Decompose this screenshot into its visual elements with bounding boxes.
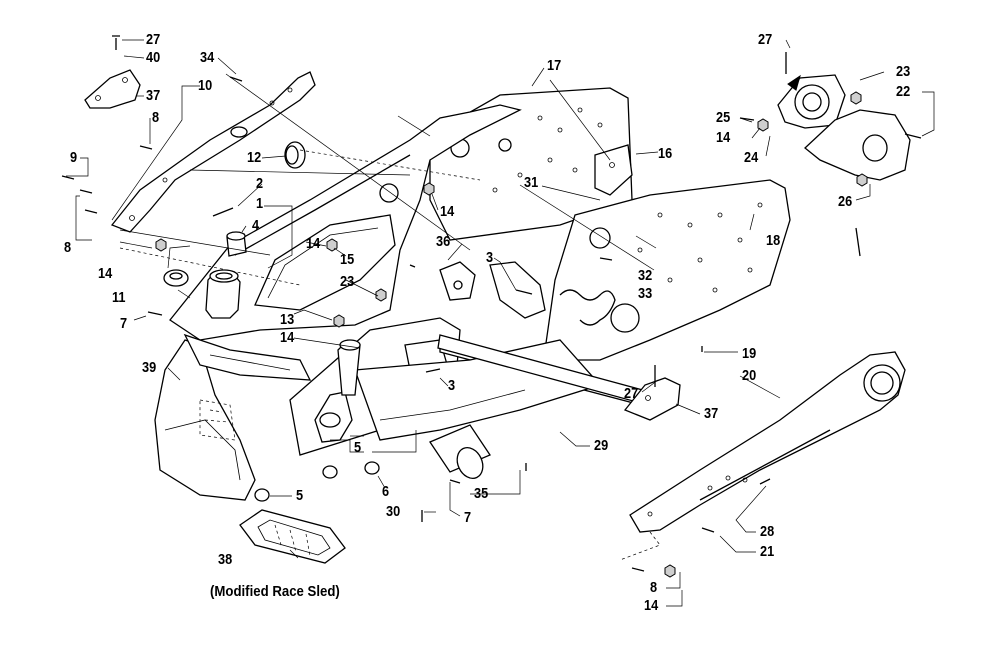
callout-3-lower: 3: [448, 377, 456, 394]
bracket-lower-right: [623, 377, 681, 421]
callout-18: 18: [766, 232, 781, 249]
callout-27-top-right: 27: [758, 31, 773, 48]
leader-lines: [66, 39, 935, 607]
callout-37-lower: 37: [704, 405, 719, 422]
callout-14-mid: 14: [306, 235, 321, 252]
callout-20: 20: [742, 367, 757, 384]
modified-race-sled-caption: (Modified Race Sled): [210, 583, 340, 600]
bracket-upper-left: [84, 69, 141, 109]
callout-23-right: 23: [896, 63, 911, 80]
callout-6: 6: [382, 483, 390, 500]
callout-26: 26: [838, 193, 853, 210]
callout-32: 32: [638, 267, 653, 284]
callout-31: 31: [524, 174, 539, 191]
callout-9: 9: [70, 149, 78, 166]
callout-23-left: 23: [340, 273, 355, 290]
lower-rail: [629, 351, 906, 533]
callout-22: 22: [896, 83, 911, 100]
callout-40: 40: [146, 49, 161, 66]
callout-8-left: 8: [64, 239, 72, 256]
callout-5-left: 5: [296, 487, 304, 504]
callout-14-lower: 14: [280, 329, 295, 346]
callout-24: 24: [744, 149, 759, 166]
callout-12: 12: [247, 149, 262, 166]
callout-11: 11: [112, 289, 126, 306]
callout-4: 4: [252, 217, 260, 234]
callout-14-left: 14: [98, 265, 113, 282]
callout-35: 35: [474, 485, 489, 502]
callout-25: 25: [716, 109, 731, 126]
skid-plate-38: [239, 509, 346, 564]
callout-38: 38: [218, 551, 233, 568]
shock-cylinder: [429, 424, 491, 480]
callout-28: 28: [760, 523, 775, 540]
sprocket-cover: [804, 109, 911, 181]
callout-8-lower: 8: [650, 579, 658, 596]
callout-16: 16: [658, 145, 673, 162]
bearing-flange: [777, 74, 846, 129]
callout-30: 30: [386, 503, 401, 520]
callout-7-left: 7: [120, 315, 128, 332]
callout-3-upper: 3: [486, 249, 494, 266]
callout-21: 21: [760, 543, 775, 560]
callout-2: 2: [256, 175, 264, 192]
callout-7-lower: 7: [464, 509, 472, 526]
torque-bracket-3: [439, 261, 546, 319]
callout-36: 36: [436, 233, 451, 250]
spindle-tower: [205, 269, 241, 319]
callout-13: 13: [280, 311, 295, 328]
callout-8-upper: 8: [152, 109, 160, 126]
callout-14-right: 14: [716, 129, 731, 146]
callout-19: 19: [742, 345, 757, 362]
callout-33: 33: [638, 285, 653, 302]
hardware: [61, 35, 922, 578]
callout-14-center: 14: [440, 203, 455, 220]
callout-39: 39: [142, 359, 157, 376]
callout-1: 1: [256, 195, 264, 212]
callout-27-top-left: 27: [146, 31, 161, 48]
callout-15: 15: [340, 251, 355, 268]
callout-29: 29: [594, 437, 609, 454]
callout-10: 10: [198, 77, 213, 94]
callout-5-center: 5: [354, 439, 362, 456]
clamp-11: [163, 269, 189, 287]
callout-34: 34: [200, 49, 215, 66]
upper-bar: [110, 71, 316, 233]
bushing-4: [226, 231, 247, 257]
spacer-12: [284, 141, 306, 169]
callout-27-lower: 27: [624, 385, 639, 402]
callout-17: 17: [547, 57, 562, 74]
callout-14-bottom: 14: [644, 597, 659, 614]
bracket-16: [594, 144, 633, 196]
callout-37-upper: 37: [146, 87, 161, 104]
